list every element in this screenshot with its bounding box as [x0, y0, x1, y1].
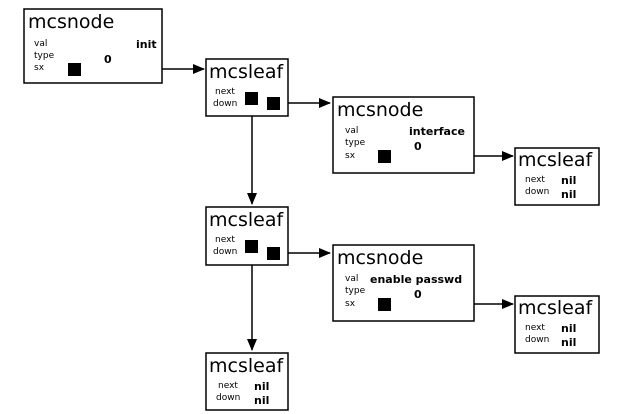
mcsnode-interface: mcsnode val type sx interface 0 [332, 96, 475, 174]
field-label-down: down [213, 247, 237, 257]
field-label-val: val [345, 274, 358, 284]
field-label-val: val [34, 39, 47, 49]
mcsleaf-2: mcsleaf next down [205, 206, 289, 266]
mcsnode-enable-passwd: mcsnode val type sx enable passwd 0 [332, 244, 475, 322]
next-value: nil [254, 380, 269, 393]
leaf-title: mcsleaf [518, 297, 593, 319]
field-label-type: type [345, 138, 366, 148]
down-value: nil [254, 394, 269, 407]
down-value: nil [561, 188, 576, 201]
field-label-next: next [215, 235, 235, 245]
field-label-down: down [525, 187, 549, 197]
node-val-value: init [136, 38, 157, 51]
field-label-sx: sx [345, 151, 356, 161]
down-pointer [267, 97, 280, 110]
field-label-val: val [345, 126, 358, 136]
mcsleaf-1: mcsleaf next down [205, 58, 289, 117]
next-value: nil [561, 174, 576, 187]
field-label-down: down [525, 335, 549, 345]
field-label-down: down [216, 393, 240, 403]
node-type-value: 0 [414, 140, 422, 153]
field-label-next: next [218, 381, 238, 391]
down-value: nil [561, 336, 576, 349]
mcsleaf-enable-sx: mcsleaf next down nil nil [514, 295, 600, 354]
next-pointer [245, 240, 258, 253]
sx-pointer [68, 63, 81, 76]
field-label-next: next [525, 175, 545, 185]
field-label-next: next [215, 87, 235, 97]
node-val-value: enable passwd [370, 273, 462, 286]
leaf-title: mcsleaf [209, 61, 284, 83]
mcsleaf-interface-sx: mcsleaf next down nil nil [514, 147, 600, 206]
leaf-title: mcsleaf [518, 149, 593, 171]
sx-pointer [378, 298, 391, 311]
mcsnode-init: mcsnode val type sx init 0 [23, 8, 163, 84]
field-label-next: next [525, 323, 545, 333]
leaf-title: mcsleaf [209, 355, 284, 377]
sx-pointer [378, 150, 391, 163]
next-pointer [245, 92, 258, 105]
field-label-down: down [213, 99, 237, 109]
node-title: mcsnode [337, 247, 423, 269]
field-label-type: type [345, 286, 366, 296]
down-pointer [267, 247, 280, 260]
next-value: nil [561, 322, 576, 335]
node-title: mcsnode [28, 11, 114, 33]
leaf-title: mcsleaf [209, 209, 284, 231]
node-val-value: interface [409, 125, 465, 138]
node-title: mcsnode [337, 99, 423, 121]
field-label-sx: sx [34, 63, 45, 73]
mcsleaf-3: mcsleaf next down nil nil [205, 352, 289, 411]
field-label-type: type [34, 51, 55, 61]
node-type-value: 0 [414, 288, 422, 301]
field-label-sx: sx [345, 299, 356, 309]
node-type-value: 0 [104, 53, 112, 66]
